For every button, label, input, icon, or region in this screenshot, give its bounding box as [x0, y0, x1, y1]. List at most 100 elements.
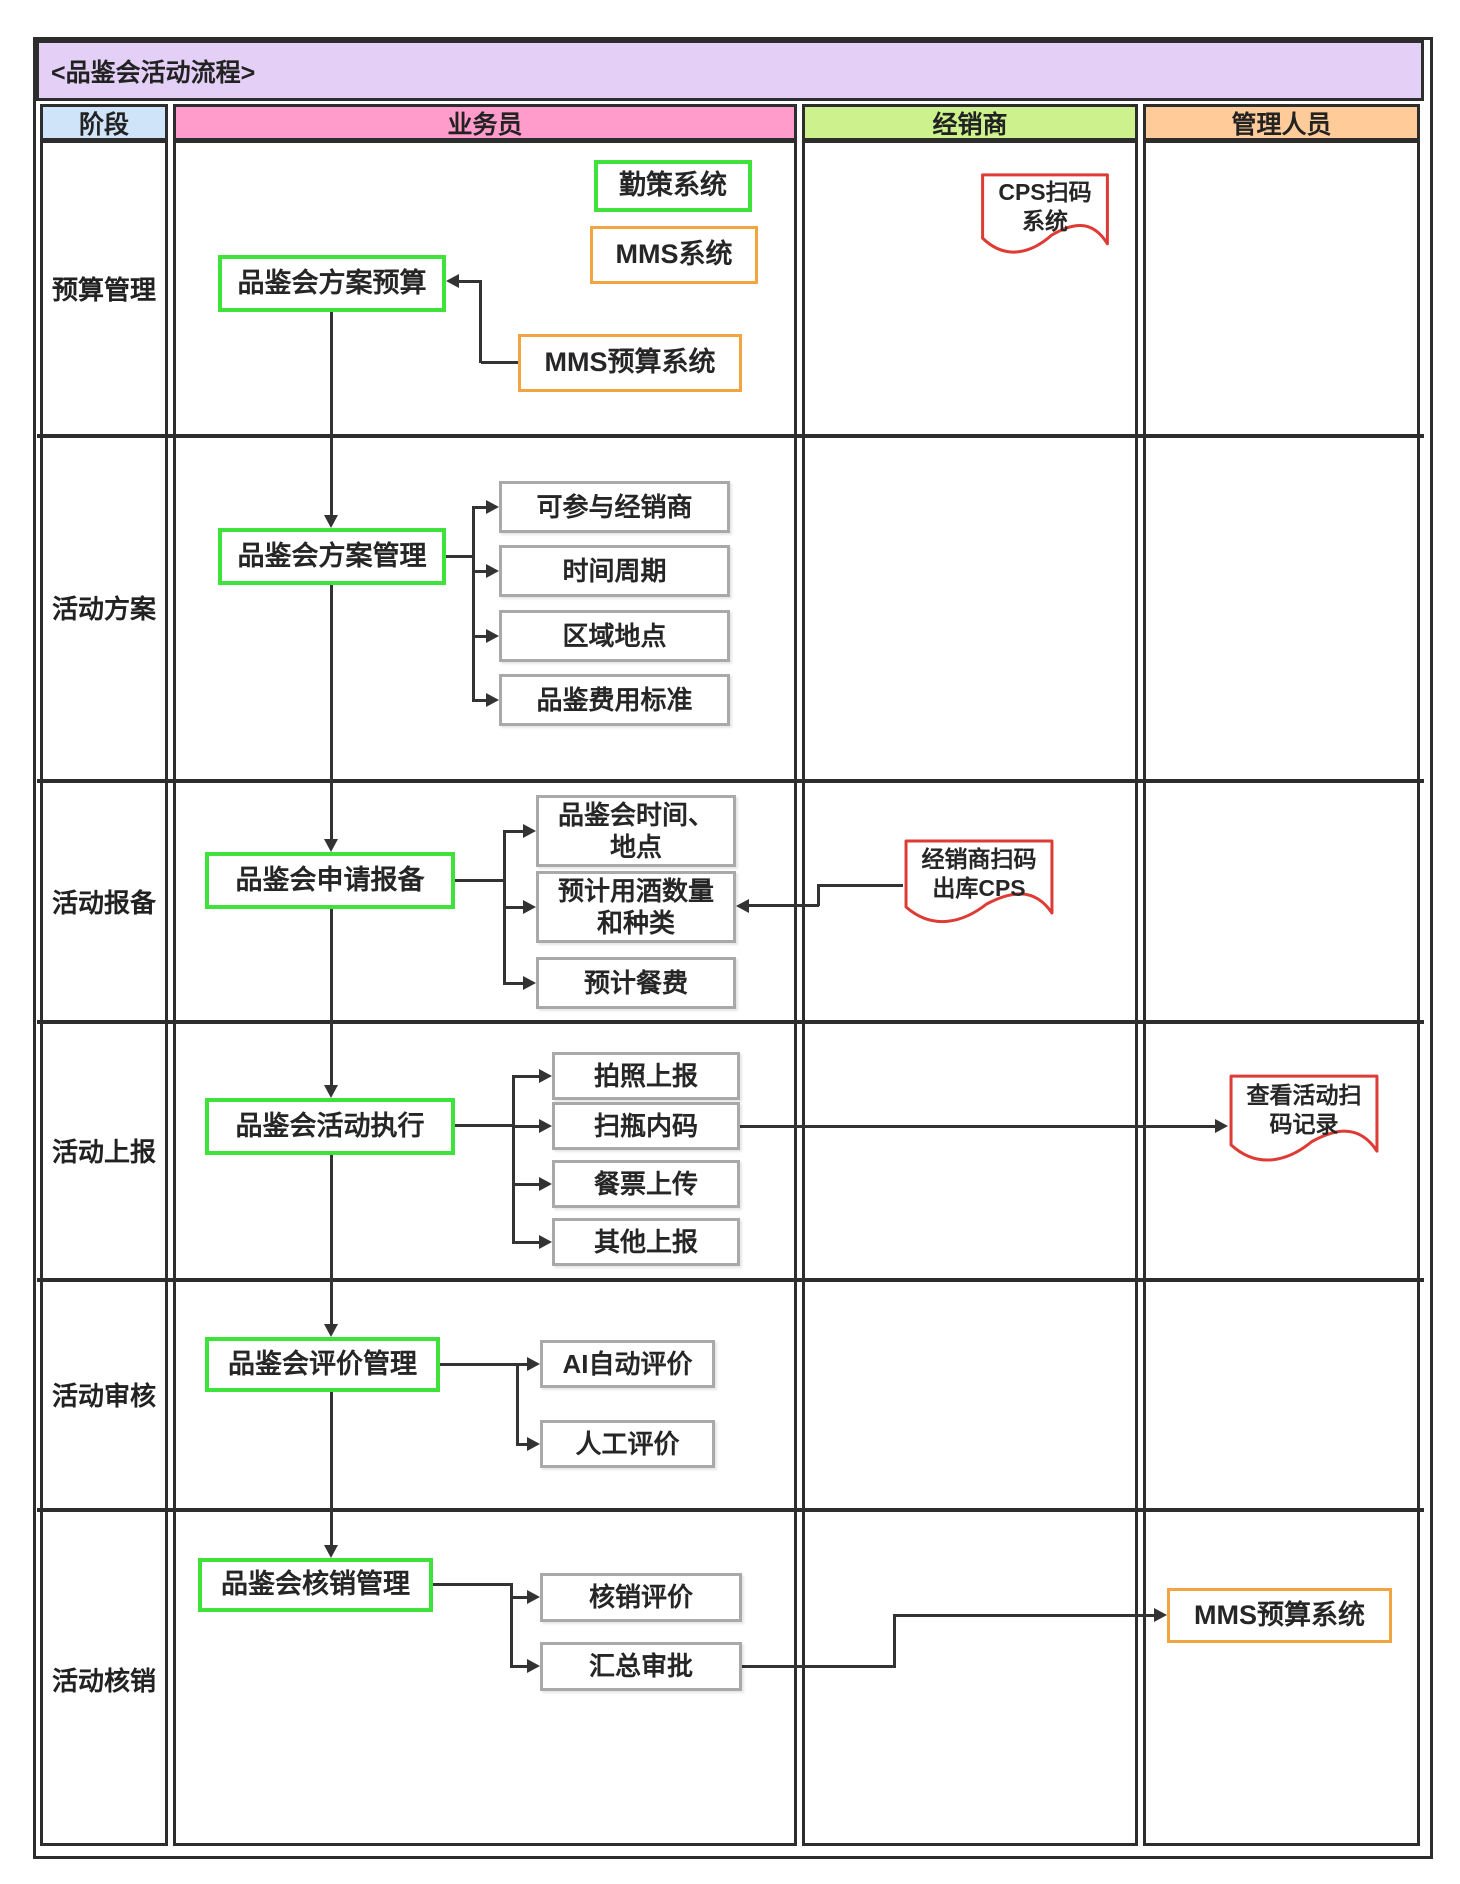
lane-body-stage	[40, 140, 168, 1846]
node-ai-evaluation: AI自动评价	[540, 1340, 715, 1388]
doc-cps-scan-system: CPS扫码 系统	[980, 172, 1110, 264]
arrowhead-into-viewrecords	[1215, 1119, 1228, 1133]
row-divider-1	[37, 434, 1424, 438]
connector-evaluation-to-verification	[330, 1392, 333, 1545]
node-photo-report: 拍照上报	[552, 1052, 740, 1100]
doc-dealer-scan-outbound: 经销商扫码 出库CPS	[903, 838, 1055, 934]
lane-body-manager	[1143, 140, 1420, 1846]
connector-evaluation-v	[516, 1363, 519, 1445]
arrowhead-into-other	[539, 1235, 552, 1249]
arrowhead-into-summary	[527, 1659, 540, 1673]
connector-execute-stub-3	[512, 1183, 540, 1186]
connector-execute-trunk-h	[455, 1124, 514, 1127]
connector-planmanage-stub-4	[472, 699, 488, 702]
row-divider-2	[37, 779, 1424, 783]
arrowhead-into-scan	[539, 1119, 552, 1133]
connector-evaluation-h	[440, 1363, 528, 1366]
arrowhead-into-apply	[324, 839, 338, 852]
document-shape-icon	[903, 838, 1055, 934]
node-verification-manage: 品鉴会核销管理	[198, 1558, 433, 1612]
connector-verification-trunk-h	[433, 1583, 512, 1586]
node-mms-budget-system: MMS预算系统	[518, 334, 742, 392]
arrowhead-into-region	[486, 629, 499, 643]
stage-label-verify: 活动核销	[51, 1666, 156, 1696]
connector-planmanage-trunk-h	[446, 555, 475, 558]
doc-dealer-scan-outbound-label: 经销商扫码 出库CPS	[921, 846, 1037, 901]
lane-header-stage-label: 阶段	[78, 110, 129, 139]
arrowhead-into-wine-quantity-right	[736, 899, 749, 913]
node-evaluation-manage: 品鉴会评价管理	[205, 1337, 440, 1392]
connector-execute-to-evaluation	[330, 1155, 333, 1325]
row-divider-4	[37, 1278, 1424, 1282]
connector-mmsbudget-to-planbudget-h1	[481, 361, 518, 364]
node-scan-bottle-code: 扫瓶内码	[552, 1102, 740, 1150]
arrowhead-into-mms-budget-2	[1154, 1608, 1167, 1622]
node-activity-execute: 品鉴会活动执行	[205, 1098, 455, 1155]
arrowhead-into-time-place	[523, 824, 536, 838]
lane-header-salesman-label: 业务员	[447, 110, 523, 139]
diagram-title: <品鉴会活动流程>	[51, 58, 256, 87]
connector-summary-h2	[893, 1614, 1154, 1617]
connector-planmanage-trunk-v	[472, 506, 475, 702]
connector-dealerscan-h1	[819, 884, 903, 887]
lane-header-manager: 管理人员	[1143, 104, 1420, 141]
connector-planmanage-stub-1	[472, 506, 488, 509]
lane-body-dealer	[802, 140, 1138, 1846]
node-wine-quantity-text: 预计用酒数量 和种类	[557, 875, 714, 939]
stage-label-plan: 活动方案	[51, 594, 156, 624]
connector-evaluation-stub	[516, 1443, 528, 1446]
lane-header-manager-label: 管理人员	[1231, 110, 1332, 139]
connector-mmsbudget-to-planbudget-h2	[458, 280, 481, 283]
node-time-period: 时间周期	[499, 545, 730, 597]
node-other-report: 其他上报	[552, 1218, 740, 1266]
node-verification-evaluation: 核销评价	[540, 1573, 742, 1622]
connector-mmsbudget-to-planbudget-v	[479, 280, 482, 363]
node-manual-evaluation: 人工评价	[540, 1420, 715, 1468]
lane-header-stage: 阶段	[40, 104, 168, 141]
node-meal-cost: 预计餐费	[536, 957, 736, 1009]
node-plan-budget: 品鉴会方案预算	[218, 255, 446, 312]
connector-apply-stub-2	[503, 906, 525, 909]
arrowhead-into-evaluation	[324, 1324, 338, 1337]
node-meeting-time-place-text: 品鉴会时间、 地点	[557, 799, 714, 863]
node-meal-ticket-upload: 餐票上传	[552, 1160, 740, 1208]
doc-view-scan-records-label: 查看活动扫 码记录	[1246, 1082, 1362, 1137]
arrowhead-into-photo	[539, 1069, 552, 1083]
arrowhead-into-time-period	[486, 564, 499, 578]
document-shape-icon	[980, 172, 1110, 264]
node-mms-system: MMS系统	[590, 226, 758, 284]
arrowhead-into-meal-cost	[523, 976, 536, 990]
arrowhead-into-plan-manage	[324, 515, 338, 528]
outer-frame	[33, 37, 1433, 1859]
connector-dealerscan-h2	[748, 904, 819, 907]
stage-label-report: 活动报备	[51, 888, 156, 918]
lane-header-salesman: 业务员	[173, 104, 797, 141]
connector-apply-trunk-h	[455, 879, 506, 882]
stage-label-budget: 预算管理	[51, 275, 156, 305]
connector-planmanage-stub-3	[472, 635, 488, 638]
connector-planmanage-to-apply	[330, 585, 333, 840]
node-qince-system: 勤策系统	[594, 160, 752, 212]
row-divider-3	[37, 1020, 1424, 1024]
arrowhead-into-fee-standard	[486, 693, 499, 707]
lane-header-dealer-label: 经销商	[932, 110, 1008, 139]
node-apply-report: 品鉴会申请报备	[205, 852, 455, 909]
arrowhead-into-manual-evaluation	[527, 1437, 540, 1451]
lane-header-dealer: 经销商	[802, 104, 1138, 141]
connector-summary-v	[893, 1614, 896, 1668]
connector-apply-to-execute	[330, 909, 333, 1085]
connector-planbudget-to-planmanage	[330, 312, 333, 516]
node-plan-manage: 品鉴会方案管理	[218, 528, 446, 585]
connector-execute-trunk-v	[512, 1075, 515, 1242]
connector-summary-h1	[742, 1665, 895, 1668]
node-tasting-fee-standard: 品鉴费用标准	[499, 674, 730, 726]
stage-label-upload: 活动上报	[51, 1137, 156, 1167]
node-wine-quantity: 预计用酒数量 和种类	[536, 871, 736, 943]
connector-execute-stub-1	[512, 1075, 540, 1078]
node-meeting-time-place: 品鉴会时间、 地点	[536, 795, 736, 867]
node-summary-approval: 汇总审批	[540, 1642, 742, 1691]
connector-execute-stub-2	[512, 1125, 540, 1128]
arrowhead-into-execute	[324, 1085, 338, 1098]
connector-execute-stub-4	[512, 1241, 540, 1244]
